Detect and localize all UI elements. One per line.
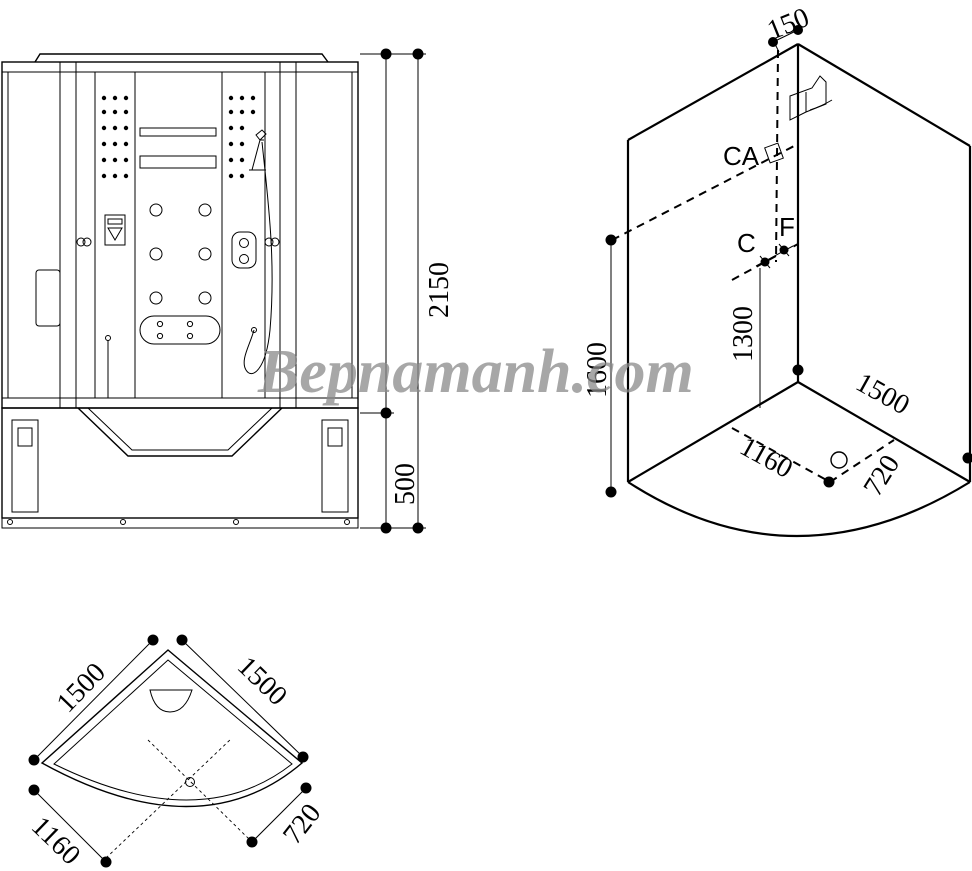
plan-axis-b	[105, 737, 233, 859]
iso-view: 150 CA C F 1600 1300 1500 116	[582, 2, 972, 538]
dim-label-plan-1160: 1160	[25, 811, 86, 871]
shower-hose	[243, 141, 273, 375]
ca-box-icon	[764, 142, 784, 164]
iso-top-left-edge	[627, 43, 799, 141]
dim-label-plan-1500-left: 1500	[51, 657, 112, 719]
dim-label-1300: 1300	[728, 306, 759, 362]
base-tray	[1, 407, 359, 519]
dim-label-plan-1500-right: 1500	[231, 651, 293, 712]
iso-dash-upper	[611, 143, 799, 241]
left-knob-icon	[76, 237, 86, 247]
watermark-text: Bepnamanh.com	[257, 338, 694, 406]
dim-label-500: 500	[390, 463, 421, 505]
plan-inner-outline	[53, 659, 293, 801]
front-view: 2150 500	[1, 48, 455, 534]
dim-label-plan-720: 720	[277, 798, 327, 850]
dim-label-iso-1160: 1160	[735, 431, 798, 485]
seat-pad	[139, 315, 221, 345]
label-f: F	[779, 212, 795, 242]
dim-label-iso-1500: 1500	[851, 367, 915, 421]
drain-icon	[830, 451, 848, 469]
right-jet-grid	[228, 95, 256, 179]
cabin-top-cap	[34, 53, 329, 63]
plan-view: 1500 1500 1160 720	[25, 634, 327, 871]
steam-generator-icon	[789, 75, 827, 121]
control-panel-icon	[104, 214, 126, 246]
plan-axis-a	[147, 739, 251, 841]
body-jets	[149, 203, 212, 305]
mixer-icon	[231, 231, 257, 269]
iso-floor-dash-720	[829, 439, 895, 483]
left-glass-panel	[7, 71, 61, 399]
iso-pipe-dashed	[775, 49, 779, 263]
dim-label-2150: 2150	[424, 262, 455, 318]
shelf-lower	[139, 155, 217, 169]
back-panel	[94, 71, 266, 399]
tray-seat-outline	[77, 407, 283, 457]
plan-drain-icon	[185, 777, 195, 787]
iso-floor-dash-1160	[731, 427, 831, 483]
left-handle	[35, 269, 61, 327]
label-c: C	[737, 228, 756, 258]
left-column	[94, 71, 136, 399]
plan-outer-outline	[40, 649, 304, 808]
plan-seat-icon	[149, 689, 193, 713]
dim-label-1600: 1600	[582, 342, 613, 398]
dim-label-iso-720: 720	[858, 450, 907, 502]
shelf-top	[139, 127, 217, 137]
right-column	[221, 71, 266, 399]
iso-top-right-edge	[797, 43, 971, 147]
left-frame-post	[59, 61, 77, 409]
left-jet-grid	[101, 95, 129, 179]
iso-front-arc	[627, 481, 971, 538]
